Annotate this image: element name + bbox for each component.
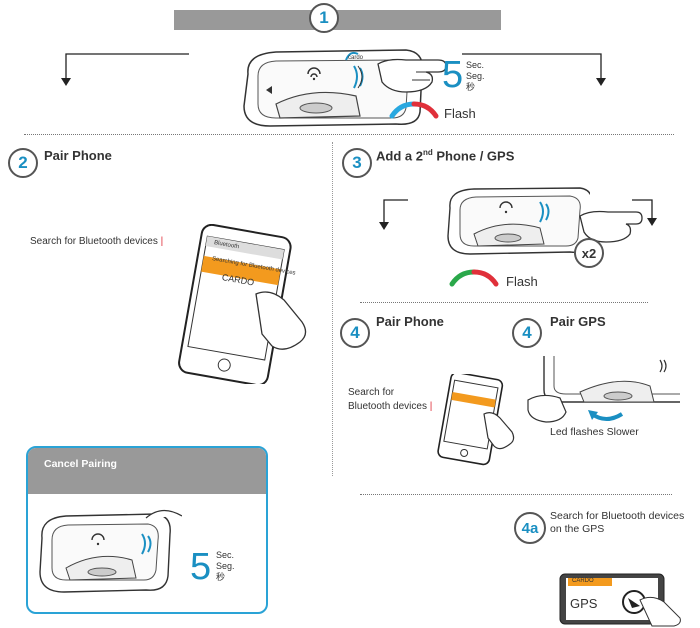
step3-number: 3 xyxy=(342,148,372,178)
step2-number: 2 xyxy=(8,148,38,178)
intercom-device-illustration: cardo xyxy=(243,49,423,127)
step4-gps-title: Pair GPS xyxy=(550,314,606,329)
step4a-text: Search for Bluetooth devices on the GPS xyxy=(550,510,685,535)
gps-device-text: CARDO xyxy=(572,578,594,584)
step4-search-text: Search for Bluetooth devices | xyxy=(348,387,433,412)
step1-sec-label: Sec. Seg. 秒 xyxy=(466,60,485,92)
step4-phone-number: 4 xyxy=(340,318,370,348)
step4-phone-title: Pair Phone xyxy=(376,314,444,329)
hand-rotate-icon xyxy=(527,394,624,423)
step4-divider xyxy=(360,494,672,495)
cancel-seconds: 5 xyxy=(190,546,212,588)
step1-seconds: 5 xyxy=(442,54,464,96)
cancel-sec-label: Sec. Seg. 秒 xyxy=(216,550,235,582)
section-divider xyxy=(24,134,674,135)
smartphone-illustration xyxy=(178,224,307,384)
intercom-partial-illustration xyxy=(543,356,680,403)
svg-text:cardo: cardo xyxy=(348,55,364,61)
step1-number: 1 xyxy=(309,3,339,33)
step4-gps-caption: Led flashes Slower xyxy=(550,426,639,438)
step4a-number: 4a xyxy=(514,512,546,544)
step2-search-text: Search for Bluetooth devices | xyxy=(30,236,164,247)
step1-flash-label: Flash xyxy=(444,106,476,121)
step3-divider xyxy=(360,302,648,303)
step2-title: Pair Phone xyxy=(44,148,112,163)
flash-indicator-green-red xyxy=(449,269,499,287)
column-divider xyxy=(332,142,333,476)
gps-label-text: GPS xyxy=(570,596,598,611)
hand-double-press-icon xyxy=(579,210,643,243)
cancel-pairing-header: Cancel Pairing xyxy=(28,448,266,494)
step3-title: Add a 2nd Phone / GPS xyxy=(376,148,515,164)
cancel-pairing-title: Cancel Pairing xyxy=(44,458,117,470)
smartphone-small-illustration xyxy=(437,374,515,466)
step3-arrows xyxy=(379,199,657,230)
step3-flash-label: Flash xyxy=(506,274,538,289)
x2-badge: x2 xyxy=(574,238,604,268)
flash-indicator-blue-red xyxy=(389,101,439,119)
intercom-device-illustration-step3 xyxy=(447,187,590,255)
intercom-device-cancel-illustration xyxy=(39,509,182,593)
step4-gps-number: 4 xyxy=(512,318,542,348)
step1-arrows xyxy=(61,53,606,86)
hand-press-icon xyxy=(377,58,447,93)
gps-device-illustration xyxy=(559,573,681,627)
